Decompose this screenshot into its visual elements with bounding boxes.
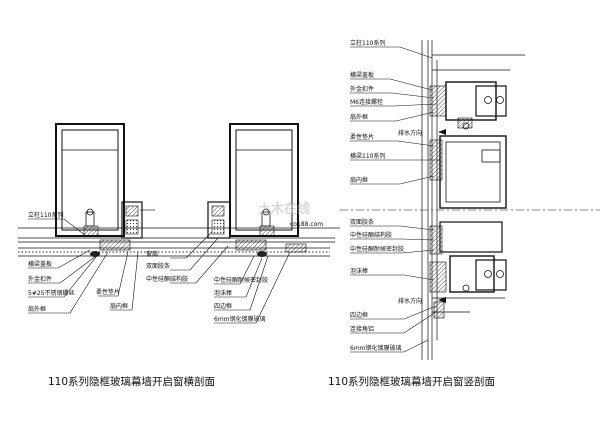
h-label-sash-inner: 扇内框 — [110, 302, 128, 310]
v-label-pad: 柔性垫片 — [350, 133, 374, 141]
horizontal-section: 立柱110系列 横梁盖板 外金扣件 5#25不锈钢螺丝 扇外框 柔性垫片 扇内框… — [18, 123, 340, 388]
v-leaders — [350, 46, 440, 353]
left-sash — [90, 201, 143, 257]
h-label-window-sash: 窗扇 — [146, 250, 158, 258]
v-label-sash-outer: 扇外框 — [350, 113, 368, 121]
left-mullion — [55, 123, 125, 237]
v-label-glass: 6mm钢化镀膜玻璃 — [350, 344, 402, 352]
h-label-neutral-sealant: 中性硅酮结构胶 — [146, 275, 188, 283]
v-label-neutral-sealant: 中性硅酮结构胶 — [350, 231, 392, 239]
vertical-section: 立柱110系列 横梁盖板 外金扣件 M6连接螺栓 扇外框 柔性垫片 排水方向 横… — [328, 39, 600, 388]
h-label-glass: 6mm钢化镀膜玻璃 — [214, 315, 266, 323]
v-transom — [429, 135, 507, 209]
v-label-foam-rod: 泡沫棒 — [350, 267, 368, 275]
v-label-mullion: 立柱110系列 — [350, 39, 385, 47]
v-label-corner: 连接角铝 — [350, 325, 374, 333]
h-label-weather-sealant: 中性硅酮耐候密封胶 — [214, 276, 268, 284]
v-label-outer-clip: 外金扣件 — [350, 85, 374, 93]
h-label-pad: 柔性垫片 — [96, 288, 120, 296]
h-glass-lines — [18, 227, 340, 257]
v-caption: 110系列隐框玻璃幕墙开启窗竖剖面 — [328, 375, 495, 388]
h-caption: 110系列隐框玻璃幕墙开启窗横剖面 — [48, 375, 215, 388]
h-label-frame: 四边框 — [214, 302, 232, 310]
h-label-bolt: 5#25不锈钢螺丝 — [28, 289, 74, 297]
h-label-sash-outer: 扇外框 — [28, 305, 46, 313]
v-label-transom: 横梁110系列 — [350, 152, 385, 160]
watermark: 土木在线 co188.com — [258, 201, 323, 228]
v-label-frame: 四边框 — [350, 311, 368, 319]
v-lower-sash — [429, 221, 507, 319]
v-label-drain-bottom: 排水方向 — [398, 297, 422, 305]
v-label-double-tape: 双面胶条 — [350, 218, 374, 226]
v-label-drain-top: 排水方向 — [398, 129, 422, 137]
right-sash — [207, 201, 307, 257]
h-label-mullion: 立柱110系列 — [28, 211, 63, 219]
v-mullion-top — [429, 54, 525, 130]
h-label-outer-clip: 外金扣件 — [28, 275, 52, 283]
h-right-leaders — [170, 231, 291, 324]
v-label-sash-inner: 扇内框 — [350, 176, 368, 184]
watermark-text: 土木在线 — [258, 201, 310, 217]
v-label-weather-sealant: 中性硅酮耐候密封胶 — [350, 245, 404, 253]
h-label-foam-rod: 泡沫棒 — [214, 289, 232, 297]
h-label-double-tape: 双面胶条 — [146, 262, 170, 270]
watermark-subtext: co188.com — [290, 221, 323, 228]
v-drain-arrows — [438, 129, 446, 303]
v-label-cover: 横梁盖板 — [350, 71, 374, 79]
right-mullion — [229, 123, 299, 237]
h-left-leaders — [28, 209, 155, 314]
v-label-bolt: M6连接螺栓 — [350, 98, 383, 106]
h-label-cover: 横梁盖板 — [28, 260, 52, 268]
